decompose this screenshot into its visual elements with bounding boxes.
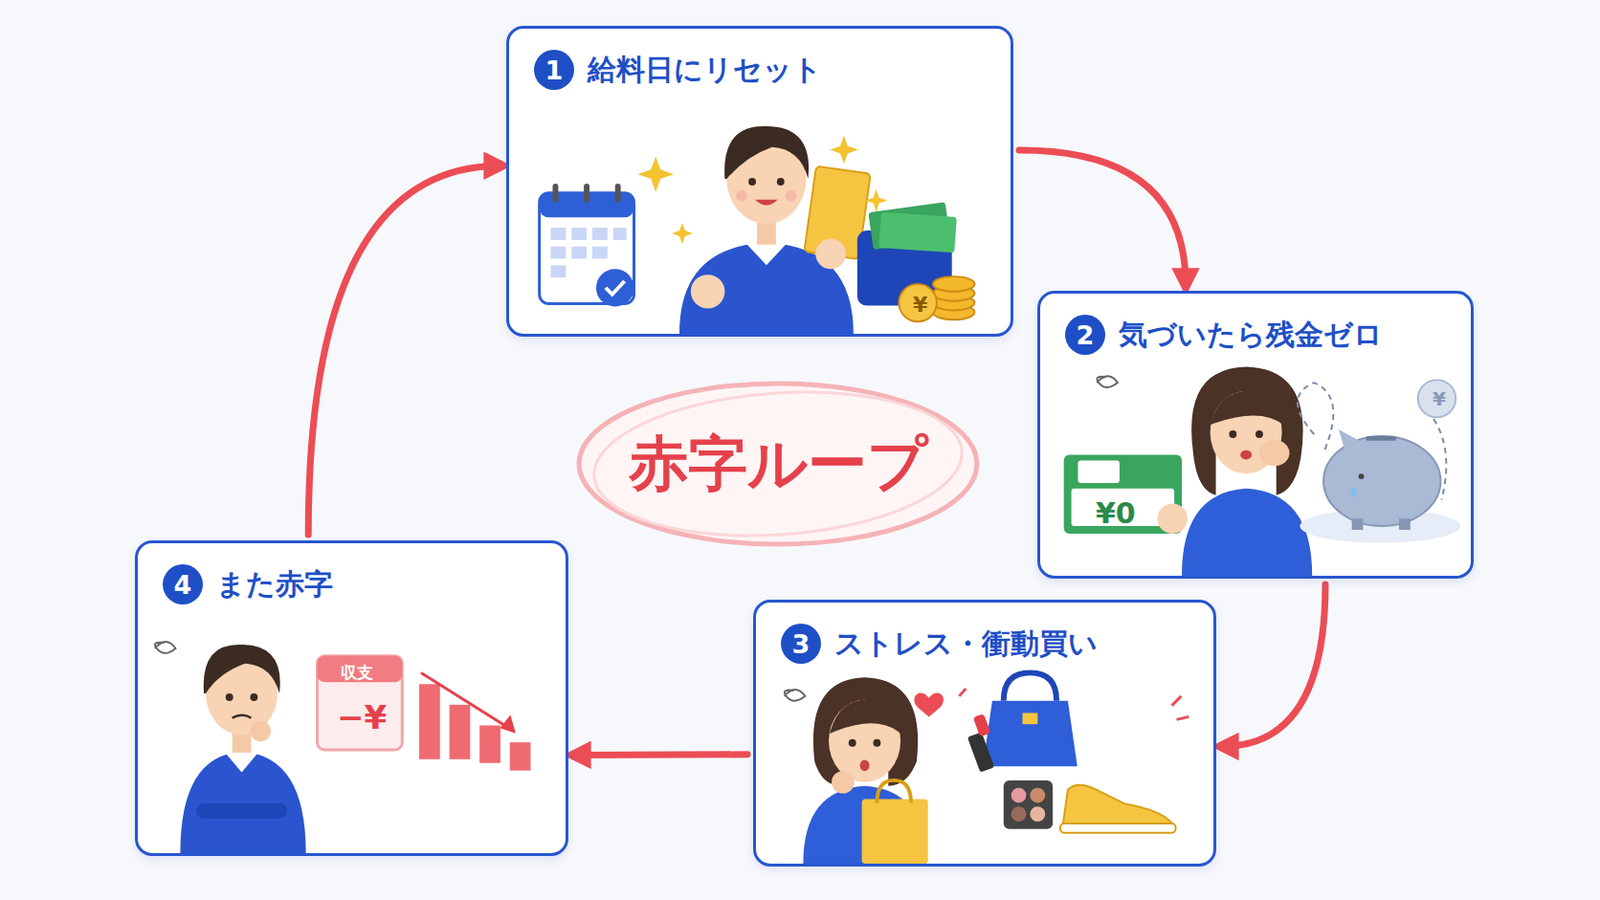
illustration-label: ¥ <box>1432 387 1446 411</box>
box-heading: 3 ストレス・衝動買い <box>780 623 1098 665</box>
step-number: 1 <box>533 49 575 90</box>
step-title: ストレス・衝動買い <box>834 624 1098 665</box>
step-number: 4 <box>162 564 203 605</box>
cycle-arrow <box>1222 584 1326 747</box>
process-box: 2 気づいたら残金ゼロ ¥0 ¥ <box>1037 290 1474 579</box>
center-title: 赤字ループ <box>628 423 928 505</box>
illustration-label: ¥0 <box>1095 496 1136 531</box>
illustration-label: −¥ <box>336 698 387 737</box>
box-heading: 2 気づいたら残金ゼロ <box>1065 314 1383 356</box>
cycle-arrow <box>574 751 748 759</box>
process-box: 3 ストレス・衝動買い <box>753 600 1217 867</box>
box-heading: 1 給料日にリセット <box>533 49 823 90</box>
process-box: 1 給料日にリセット ¥ <box>506 25 1014 337</box>
cycle-arrow <box>1019 150 1186 286</box>
illustration-label: ¥ <box>912 292 928 317</box>
process-box: 4 また赤字収支 −¥ <box>134 540 569 857</box>
step-title: 気づいたら残金ゼロ <box>1118 315 1383 356</box>
cycle-arrow <box>308 165 501 535</box>
step-title: また赤字 <box>216 565 334 605</box>
illustration-label: 収支 <box>340 662 374 685</box>
center-ellipse: 赤字ループ <box>571 375 985 554</box>
box-heading: 4 また赤字 <box>162 564 334 605</box>
step-number: 2 <box>1065 314 1106 356</box>
step-title: 給料日にリセット <box>587 50 823 90</box>
step-number: 3 <box>780 623 822 665</box>
